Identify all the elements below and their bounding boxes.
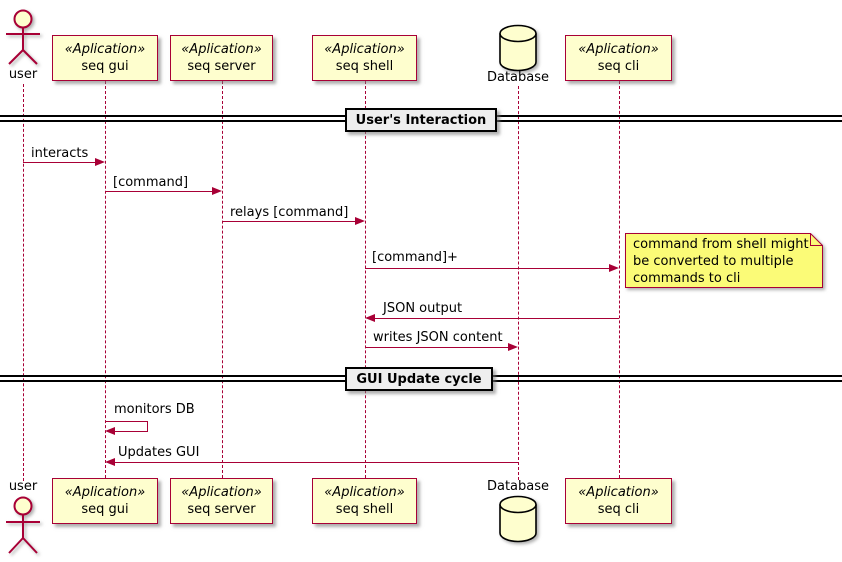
divider-label: GUI Update cycle [356,371,482,387]
divider-gui-update-cycle: GUI Update cycle [345,367,493,391]
self-message-side-line [147,421,148,432]
note: command from shell might be converted to… [625,233,823,288]
participant-name: seq gui [81,502,129,517]
stereotype-label: «Aplication» [181,485,262,500]
divider-users-interaction: User's Interaction [345,108,497,132]
message-label-json-output: JSON output [383,301,463,316]
stereotype-label: «Aplication» [578,485,659,500]
participant-seq-server-top: «Aplication» seq server [170,35,273,81]
actor-label-bottom: user [8,479,38,494]
message-arrow-relays-command [222,221,356,222]
stereotype-label: «Aplication» [64,42,146,57]
participant-seq-server-bottom: «Aplication» seq server [170,478,273,524]
participant-name: seq shell [335,59,394,74]
database-label-top: Database [486,70,550,85]
lifeline-database [518,86,519,480]
stereotype-label: «Aplication» [324,42,405,57]
self-message-out-line [105,421,148,422]
database-icon [499,24,537,72]
participant-name: seq shell [335,502,394,517]
stereotype-label: «Aplication» [64,485,146,500]
message-label-updates-gui: Updates GUI [118,445,200,460]
message-label-writes-json: writes JSON content [373,330,503,345]
participant-seq-cli-top: «Aplication» seq cli [565,35,672,81]
participant-name: seq gui [81,59,129,74]
arrowhead-left-icon [365,314,375,322]
participant-seq-shell-top: «Aplication» seq shell [312,35,417,81]
lifeline-seq-cli [619,81,620,478]
message-arrow-updates-gui [114,462,518,463]
message-label-monitors-db: monitors DB [114,402,195,417]
message-label-relays-command: relays [command] [230,205,349,220]
arrowhead-left-icon [105,458,115,466]
arrowhead-right-icon [508,343,518,351]
lifeline-seq-shell [365,81,366,478]
participant-seq-cli-bottom: «Aplication» seq cli [565,478,672,524]
participant-name: seq server [187,59,256,74]
lifeline-seq-gui [105,81,106,478]
arrowhead-right-icon [212,187,222,195]
arrowhead-right-icon [609,264,619,272]
message-label-interacts: interacts [31,146,89,161]
note-line: be converted to multiple [633,254,794,269]
arrowhead-right-icon [355,217,365,225]
participant-name: seq cli [597,502,640,517]
arrowhead-left-icon [105,427,115,435]
message-label-command-plus: [command]+ [372,250,458,265]
note-line: command from shell might [633,237,809,252]
message-arrow-interacts [23,162,96,163]
participant-seq-gui-bottom: «Aplication» seq gui [52,478,158,524]
note-line: commands to cli [633,271,741,286]
message-arrow-command-plus [365,268,610,269]
lifeline-user [23,84,24,481]
stereotype-label: «Aplication» [324,485,405,500]
participant-seq-shell-bottom: «Aplication» seq shell [312,478,417,524]
participant-name: seq server [187,502,256,517]
actor-label-top: user [8,67,38,82]
self-message-return-line [115,431,148,432]
actor-icon [6,9,40,65]
participant-name: seq cli [597,59,640,74]
divider-label: User's Interaction [355,112,487,128]
arrowhead-right-icon [95,158,105,166]
note-shape [625,233,823,288]
message-label-command: [command] [113,175,189,190]
message-arrow-writes-json [365,347,509,348]
database-icon [499,495,537,543]
database-label-bottom: Database [486,479,550,494]
stereotype-label: «Aplication» [181,42,262,57]
note-text: command from shell might be converted to… [633,236,809,287]
participant-seq-gui-top: «Aplication» seq gui [52,35,158,81]
stereotype-label: «Aplication» [578,42,659,57]
actor-icon [6,496,40,554]
lifeline-seq-server [222,81,223,478]
message-arrow-command [105,191,213,192]
message-arrow-json-output [374,318,619,319]
